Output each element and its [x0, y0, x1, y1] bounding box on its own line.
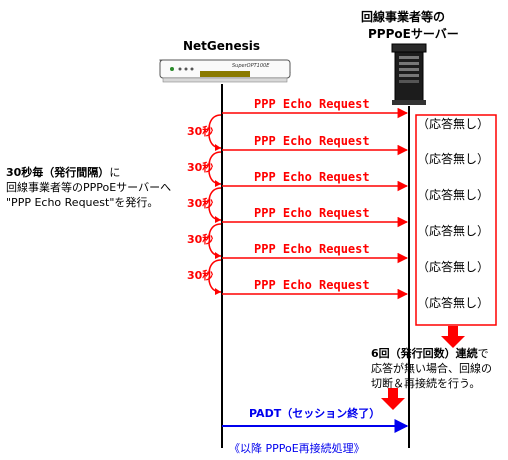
- router-model-label: SuperOPT100E: [232, 63, 270, 69]
- echo-request-label: PPP Echo Request: [254, 97, 370, 111]
- retry-note-line2: 応答が無い場合、回線の: [371, 362, 492, 375]
- interval-label: 30秒: [187, 161, 214, 174]
- down-arrow-icon: [441, 326, 465, 348]
- echo-request-label: PPP Echo Request: [254, 170, 370, 184]
- interval-brace: [208, 223, 222, 257]
- no-response-label: （応答無し）: [417, 296, 490, 310]
- padt-label: PADT（セッション終了）: [249, 407, 381, 420]
- interval-label: 30秒: [187, 269, 214, 282]
- server-title-line1: 回線事業者等の: [361, 10, 446, 24]
- interval-note-tail: に: [109, 166, 121, 179]
- retry-note: 6回（発行回数）連続で: [371, 347, 489, 361]
- retry-note-tail: で: [477, 347, 489, 360]
- interval-note: 30秒毎（発行間隔）に: [6, 166, 120, 180]
- interval-label: 30秒: [187, 197, 214, 210]
- router-name: NetGenesis: [183, 39, 260, 53]
- interval-label: 30秒: [187, 233, 214, 246]
- interval-braces: [208, 114, 222, 295]
- interval-brace: [208, 259, 222, 293]
- interval-arrowhead: [215, 252, 221, 259]
- retry-note-line3: 切断＆再接続を行う。: [371, 377, 481, 390]
- no-response-label: （応答無し）: [417, 152, 490, 166]
- interval-note-bold: 30秒毎（発行間隔）: [6, 166, 110, 179]
- interval-arrowhead: [215, 216, 221, 223]
- server-title-line2: PPPoEサーバー: [368, 27, 459, 41]
- interval-arrowhead: [215, 180, 221, 187]
- no-response-label: （応答無し）: [417, 260, 490, 274]
- interval-brace: [208, 187, 222, 221]
- interval-arrowhead: [215, 288, 221, 295]
- echo-request-label: PPP Echo Request: [254, 206, 370, 220]
- retry-note-bold: 6回（発行回数）連続: [371, 347, 478, 360]
- echo-request-label: PPP Echo Request: [254, 242, 370, 256]
- no-response-label: （応答無し）: [417, 188, 490, 202]
- no-response-label: （応答無し）: [417, 117, 490, 131]
- interval-brace: [208, 151, 222, 185]
- echo-request-label: PPP Echo Request: [254, 134, 370, 148]
- echo-request-label: PPP Echo Request: [254, 278, 370, 292]
- interval-label: 30秒: [187, 124, 214, 138]
- down-arrow-icon: [381, 388, 405, 410]
- request-arrows: [222, 107, 409, 300]
- interval-note-line2: 回線事業者等のPPPoEサーバーへ: [6, 181, 172, 194]
- no-response-box: [415, 114, 497, 326]
- interval-arrowhead: [215, 144, 221, 151]
- server-tower-icon: [391, 43, 427, 105]
- interval-brace: [208, 114, 222, 149]
- router-device-icon: [159, 59, 291, 83]
- reconnect-note: 《以降 PPPoE再接続処理》: [229, 442, 365, 455]
- no-response-label: （応答無し）: [417, 224, 490, 238]
- interval-note-line3: "PPP Echo Request"を発行。: [6, 196, 159, 209]
